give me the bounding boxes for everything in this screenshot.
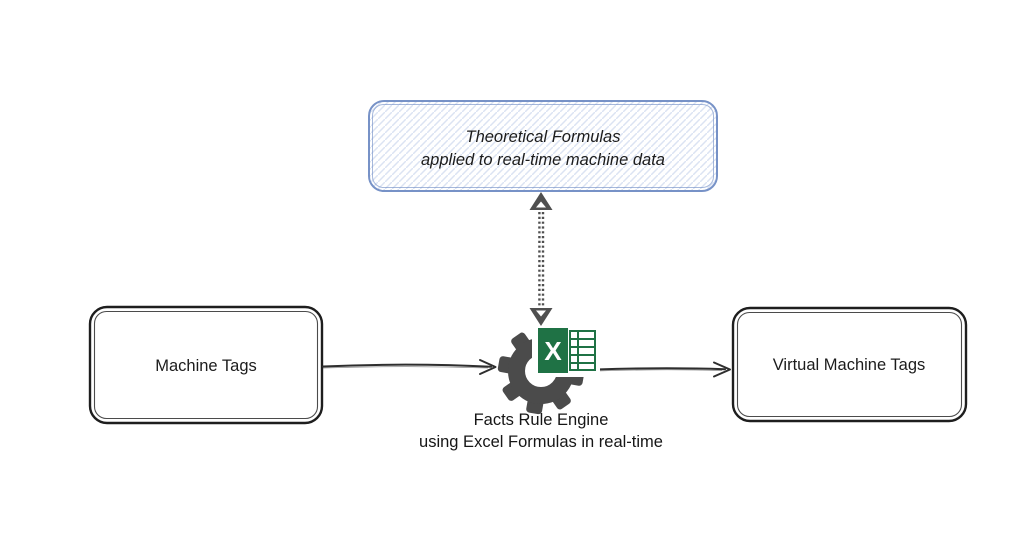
excel-book-shape <box>538 328 568 373</box>
left-arrow-shaft <box>322 363 492 368</box>
virtual-machine-tags-box: Virtual Machine Tags <box>731 306 968 423</box>
dotted-arrow-head-down <box>529 308 553 326</box>
theoretical-formulas-line1: Theoretical Formulas <box>466 128 621 146</box>
excel-grid <box>569 330 596 371</box>
virtual-machine-tags-box-border <box>731 306 968 423</box>
virtual-machine-tags-label: Virtual Machine Tags <box>773 356 926 374</box>
machine-tags-label: Machine Tags <box>155 357 257 375</box>
right-arrow-head <box>713 361 731 378</box>
machine-tags-box-sketch-line <box>93 310 319 420</box>
virtual-machine-tags-box-sketch-line <box>736 311 963 418</box>
dotted-arrow-head-up <box>529 192 553 210</box>
machine-tags-box: Machine Tags <box>88 305 324 425</box>
theoretical-formulas-box: Theoretical Formulas applied to real-tim… <box>368 100 718 192</box>
engine-to-right-arrow <box>595 361 731 378</box>
engine-caption-line1: Facts Rule Engine <box>474 411 609 429</box>
left-to-engine-arrow <box>322 359 497 375</box>
dotted-double-arrow <box>529 192 553 326</box>
left-arrow-shaft-sketch <box>322 366 489 369</box>
theoretical-formulas-box-sketch-line <box>372 104 714 188</box>
right-arrow-shaft-sketch <box>595 369 723 372</box>
left-arrow-head <box>479 359 497 375</box>
excel-logo-icon: X <box>532 322 600 377</box>
machine-tags-box-border <box>88 305 324 425</box>
engine-caption-line2: using Excel Formulas in real-time <box>419 433 663 451</box>
right-arrow-shaft <box>595 367 726 371</box>
engine-caption: Facts Rule Engine using Excel Formulas i… <box>419 411 663 451</box>
theoretical-formulas-line2: applied to real-time machine data <box>421 151 665 169</box>
dotted-arrow-head-down-notch <box>536 310 546 317</box>
dotted-arrow-head-up-notch <box>536 201 546 208</box>
excel-letter: X <box>544 336 562 366</box>
theoretical-formulas-box-border <box>368 100 718 192</box>
